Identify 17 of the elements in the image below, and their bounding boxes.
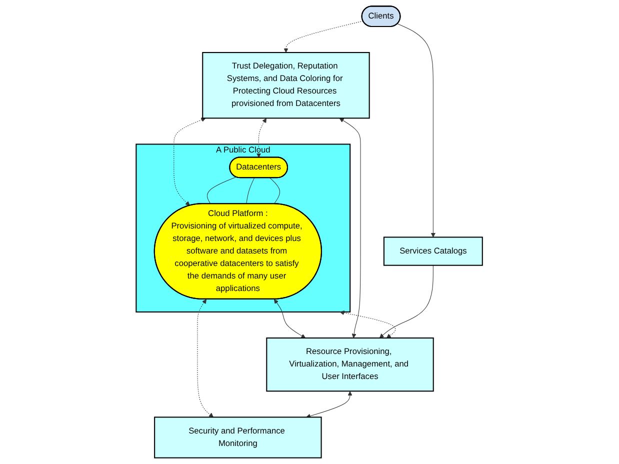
node-box: Resource Provisioning, Virtualization, Management, and User Interfaces — [266, 337, 434, 392]
node-box: Trust Delegation, Reputation Systems, and Data Coloring for Protecting Cloud Resources provisioned from Datacenters — [202, 52, 370, 119]
arrow — [340, 118, 361, 338]
arrow — [274, 299, 306, 338]
arrow — [397, 24, 436, 238]
connector — [270, 178, 280, 204]
node-box: Security and Performance Monitoring — [154, 416, 322, 458]
arrow — [306, 391, 353, 418]
connector — [207, 176, 237, 204]
arrow — [174, 118, 206, 206]
arrow — [340, 310, 396, 338]
node-box: Services Catalogs — [384, 236, 484, 266]
arrow — [380, 265, 434, 338]
arrow — [256, 118, 267, 158]
arrow — [197, 299, 214, 418]
arrow — [284, 20, 364, 53]
connector — [246, 178, 255, 204]
